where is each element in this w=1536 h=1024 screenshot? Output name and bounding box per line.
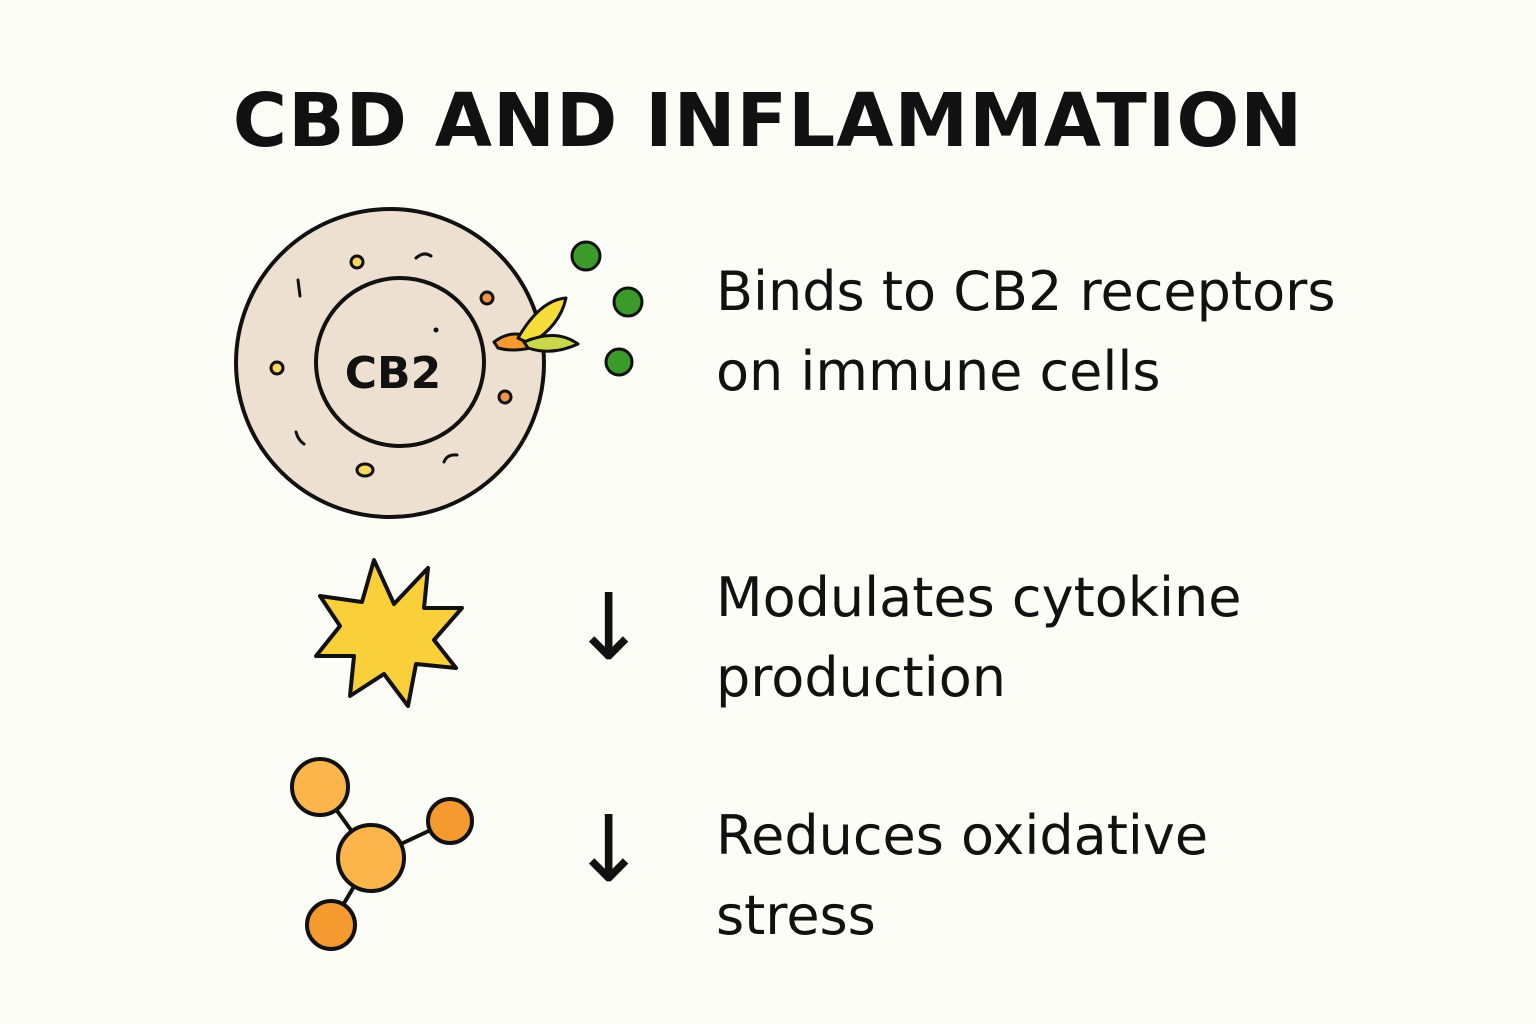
burst-star xyxy=(314,558,464,708)
atom-center xyxy=(336,823,406,893)
caption-line: on immune cells xyxy=(716,340,1161,403)
caption-line: Reduces oxidative xyxy=(716,804,1209,867)
organelle-dash-left xyxy=(296,278,302,298)
organelle-dash-top xyxy=(414,252,433,260)
caption-line: production xyxy=(716,646,1006,709)
step-caption-reduces: Reduces oxidative stress xyxy=(716,796,1476,956)
cbd-particles-icon xyxy=(570,240,644,377)
organelle-yellow-bottom xyxy=(355,462,375,478)
cytokine-burst-icon xyxy=(314,558,464,708)
cell-nucleus xyxy=(314,276,486,448)
atom-top xyxy=(290,757,350,817)
atom-right xyxy=(426,797,474,845)
step-caption-binds: Binds to CB2 receptors on immune cells xyxy=(716,252,1476,412)
organelle-yellow-left xyxy=(269,360,285,376)
down-arrow-icon: ↓ xyxy=(570,574,648,681)
cbd-leaf-lower xyxy=(522,334,580,353)
atom-bottom xyxy=(305,899,357,951)
receptor-binding-icon xyxy=(492,296,580,353)
page-title: CBD AND INFLAMMATION xyxy=(232,78,1304,164)
organelle-dash-lowleft xyxy=(294,430,306,446)
molecule-icon xyxy=(290,757,474,951)
cbd-particle-3 xyxy=(604,347,634,377)
cbd-particle-2 xyxy=(612,286,644,318)
caption-line: stress xyxy=(716,884,876,947)
organelle-orange-lower xyxy=(497,389,513,405)
caption-line: Modulates cytokine xyxy=(716,566,1242,629)
cell-label: CB2 xyxy=(345,348,441,399)
cbd-particle-1 xyxy=(570,240,602,272)
organelle-dash-bottom xyxy=(442,453,459,464)
organelle-dot xyxy=(433,327,439,333)
organelle-yellow-top xyxy=(349,254,365,270)
down-arrow-icon: ↓ xyxy=(570,796,648,903)
caption-line: Binds to CB2 receptors xyxy=(716,260,1336,323)
step-caption-modulates: Modulates cytokine production xyxy=(716,558,1476,718)
organelle-orange-right xyxy=(479,290,495,306)
immune-cell-icon: CB2 xyxy=(234,207,546,519)
